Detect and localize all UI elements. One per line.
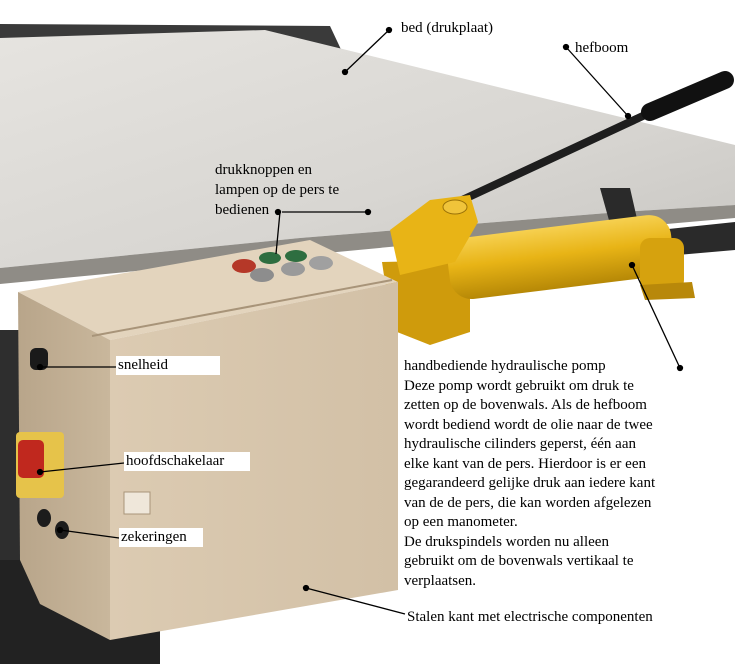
lamp-grey — [250, 268, 274, 282]
desc-line-5: elke kant van de pers. Hierdoor is er ee… — [404, 455, 646, 472]
desc-line-9: De drukspindels worden nu alleen — [404, 533, 609, 550]
socket-plate — [123, 491, 151, 515]
desc-line-10: gebruikt om de bovenwals vertikaal te — [404, 553, 634, 569]
pump-description: handbediende hydraulische pomp Deze pomp… — [404, 357, 740, 591]
main-switch-handle — [18, 440, 44, 478]
desc-line-3: wordt bediend wordt de olie naar de twee — [404, 416, 653, 433]
desc-line-11: verplaatsen. — [404, 572, 477, 589]
lamp-grey-3 — [309, 256, 333, 270]
cabinet-door-seam — [91, 279, 393, 337]
label-zekeringen: zekeringen — [119, 528, 203, 547]
desc-line-1: Deze pomp wordt gebruikt om druk te — [404, 377, 634, 394]
label-hoofdschakelaar: hoofdschakelaar — [124, 452, 250, 471]
desc-line-7: van de de pers, die kan worden afgelezen — [404, 494, 652, 511]
speed-knob — [30, 348, 48, 370]
pump-cap — [442, 199, 468, 215]
pump-base — [382, 260, 470, 345]
cabinet-top — [18, 240, 398, 340]
pump-cylinder — [447, 215, 674, 300]
push-button-green — [259, 252, 281, 264]
lever-grip — [641, 71, 734, 121]
callout-lines — [36, 26, 684, 615]
label-drukknoppen: drukknoppen en lampen op de pers te bedi… — [215, 160, 339, 220]
fuse-1 — [37, 509, 51, 527]
label-stalen-kant: Stalen kant met electrische componenten — [407, 609, 653, 625]
pump-foot — [640, 282, 695, 300]
pump-head — [390, 195, 478, 275]
desc-line-8: op een manometer. — [404, 514, 518, 530]
desc-line-2: zetten op de bovenwals. Als de hefboom — [404, 397, 647, 413]
push-button-red — [232, 259, 256, 273]
pump-reservoir-end — [640, 238, 684, 290]
label-hefboom: hefboom — [575, 40, 629, 56]
label-drukknoppen-line-2: lampen op de pers te — [215, 182, 340, 198]
lamp-grey-2 — [281, 262, 305, 276]
desc-line-6: gegarandeerd gelijke druk aan iedere kan… — [404, 475, 656, 491]
bed-surface — [0, 30, 735, 268]
label-snelheid: snelheid — [116, 356, 220, 375]
label-drukknoppen-line-1: drukknoppen en — [215, 162, 313, 178]
desc-line-4: hydraulische cilinders geperst, één aan — [404, 436, 636, 452]
label-bed: bed (drukplaat) — [401, 20, 494, 36]
push-button-green-2 — [285, 250, 307, 262]
label-drukknoppen-line-3: bedienen — [215, 202, 270, 218]
pump-description-title: handbediende hydraulische pomp — [404, 358, 606, 374]
